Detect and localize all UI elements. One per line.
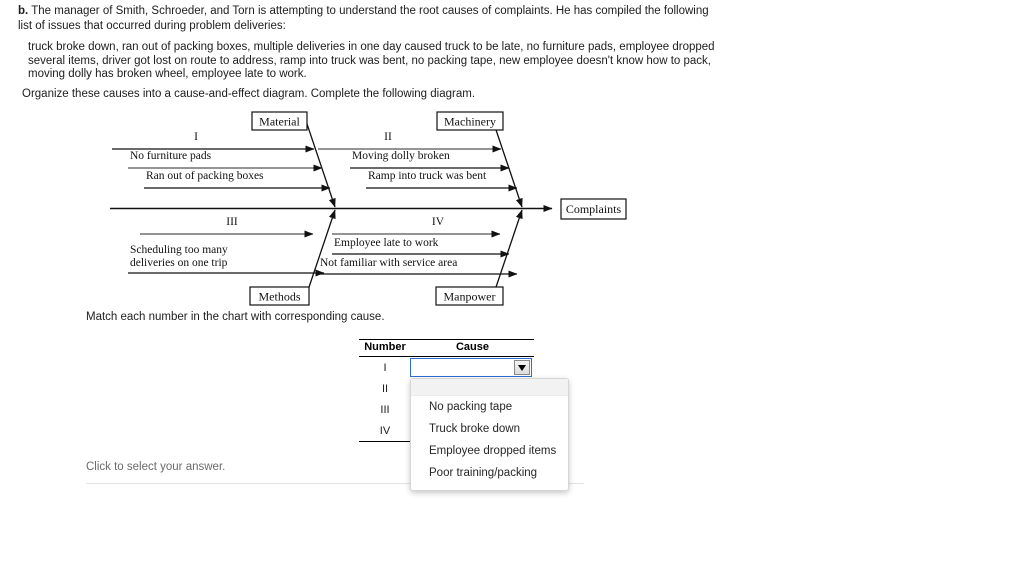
rib-methods [304,209,336,300]
category-box-manpower: Manpower [435,286,504,306]
chevron-down-icon[interactable] [514,360,530,375]
branch-label-methods-3: deliveries on one trip [130,257,228,269]
category-box-material: Material [251,111,308,131]
category-box-methods: Methods [249,286,310,306]
branch-label-material-3: Ran out of packing boxes [146,170,264,182]
dropdown-option-no-packing-tape[interactable]: No packing tape [429,401,513,413]
branch-label-machinery-3: Ramp into truck was bent [368,170,487,182]
branch-label-machinery-2: Moving dolly broken [352,150,450,162]
row-number-2: II [381,382,389,395]
category-box-machinery: Machinery [436,111,504,131]
branch-label-machinery-1: II [384,131,392,143]
organize-instruction: Organize these causes into a cause-and-e… [22,88,476,100]
match-instruction: Match each number in the chart with corr… [86,311,385,323]
branch-label-manpower-1: IV [432,216,445,228]
row-number-1: I [383,361,387,374]
branch-label-methods-1: III [226,216,238,228]
problem-intro: b. The manager of Smith, Schroeder, and … [18,4,718,34]
cause-select-row-1[interactable] [410,358,532,377]
rib-machinery [491,117,523,208]
column-header-cause: Cause [411,339,534,357]
cause-dropdown-menu[interactable]: No packing tape Truck broke down Employe… [410,378,569,491]
category-label-methods: Methods [259,290,301,304]
branch-label-manpower-2: Employee late to work [334,237,439,249]
branch-label-manpower-3: Not familiar with service area [320,257,457,269]
select-answer-hint: Click to select your answer. [86,461,226,473]
rib-material [304,117,336,208]
footer-divider [86,483,584,484]
table-row: III [359,399,534,420]
intro-text: The manager of Smith, Schroeder, and Tor… [18,5,709,32]
category-label-material: Material [259,115,300,129]
dropdown-option-poor-training-packing[interactable]: Poor training/packing [429,467,538,479]
effect-label: Complaints [566,202,622,216]
dropdown-option-truck-broke-down[interactable]: Truck broke down [429,423,520,435]
branch-label-material-1: I [194,131,198,143]
table-header-row: Number Cause [359,339,534,357]
cause-and-effect-diagram: Material Machinery Methods Manpower Comp… [100,106,660,314]
branch-label-methods-2: Scheduling too many [130,244,228,256]
row-number-4: IV [359,420,411,442]
dropdown-option-employee-dropped-items[interactable]: Employee dropped items [429,445,557,457]
table-row: II [359,378,534,399]
category-label-manpower: Manpower [444,290,496,304]
column-header-number: Number [359,339,411,357]
question-label: b. [18,5,29,17]
branch-label-material-2: No furniture pads [130,150,212,162]
effect-box-complaints: Complaints [560,198,627,220]
table-row: I [359,357,534,379]
dropdown-option-blank[interactable] [411,379,568,396]
category-label-machinery: Machinery [444,115,496,129]
row-number-3: III [380,403,390,416]
issues-list: truck broke down, ran out of packing box… [28,41,715,80]
